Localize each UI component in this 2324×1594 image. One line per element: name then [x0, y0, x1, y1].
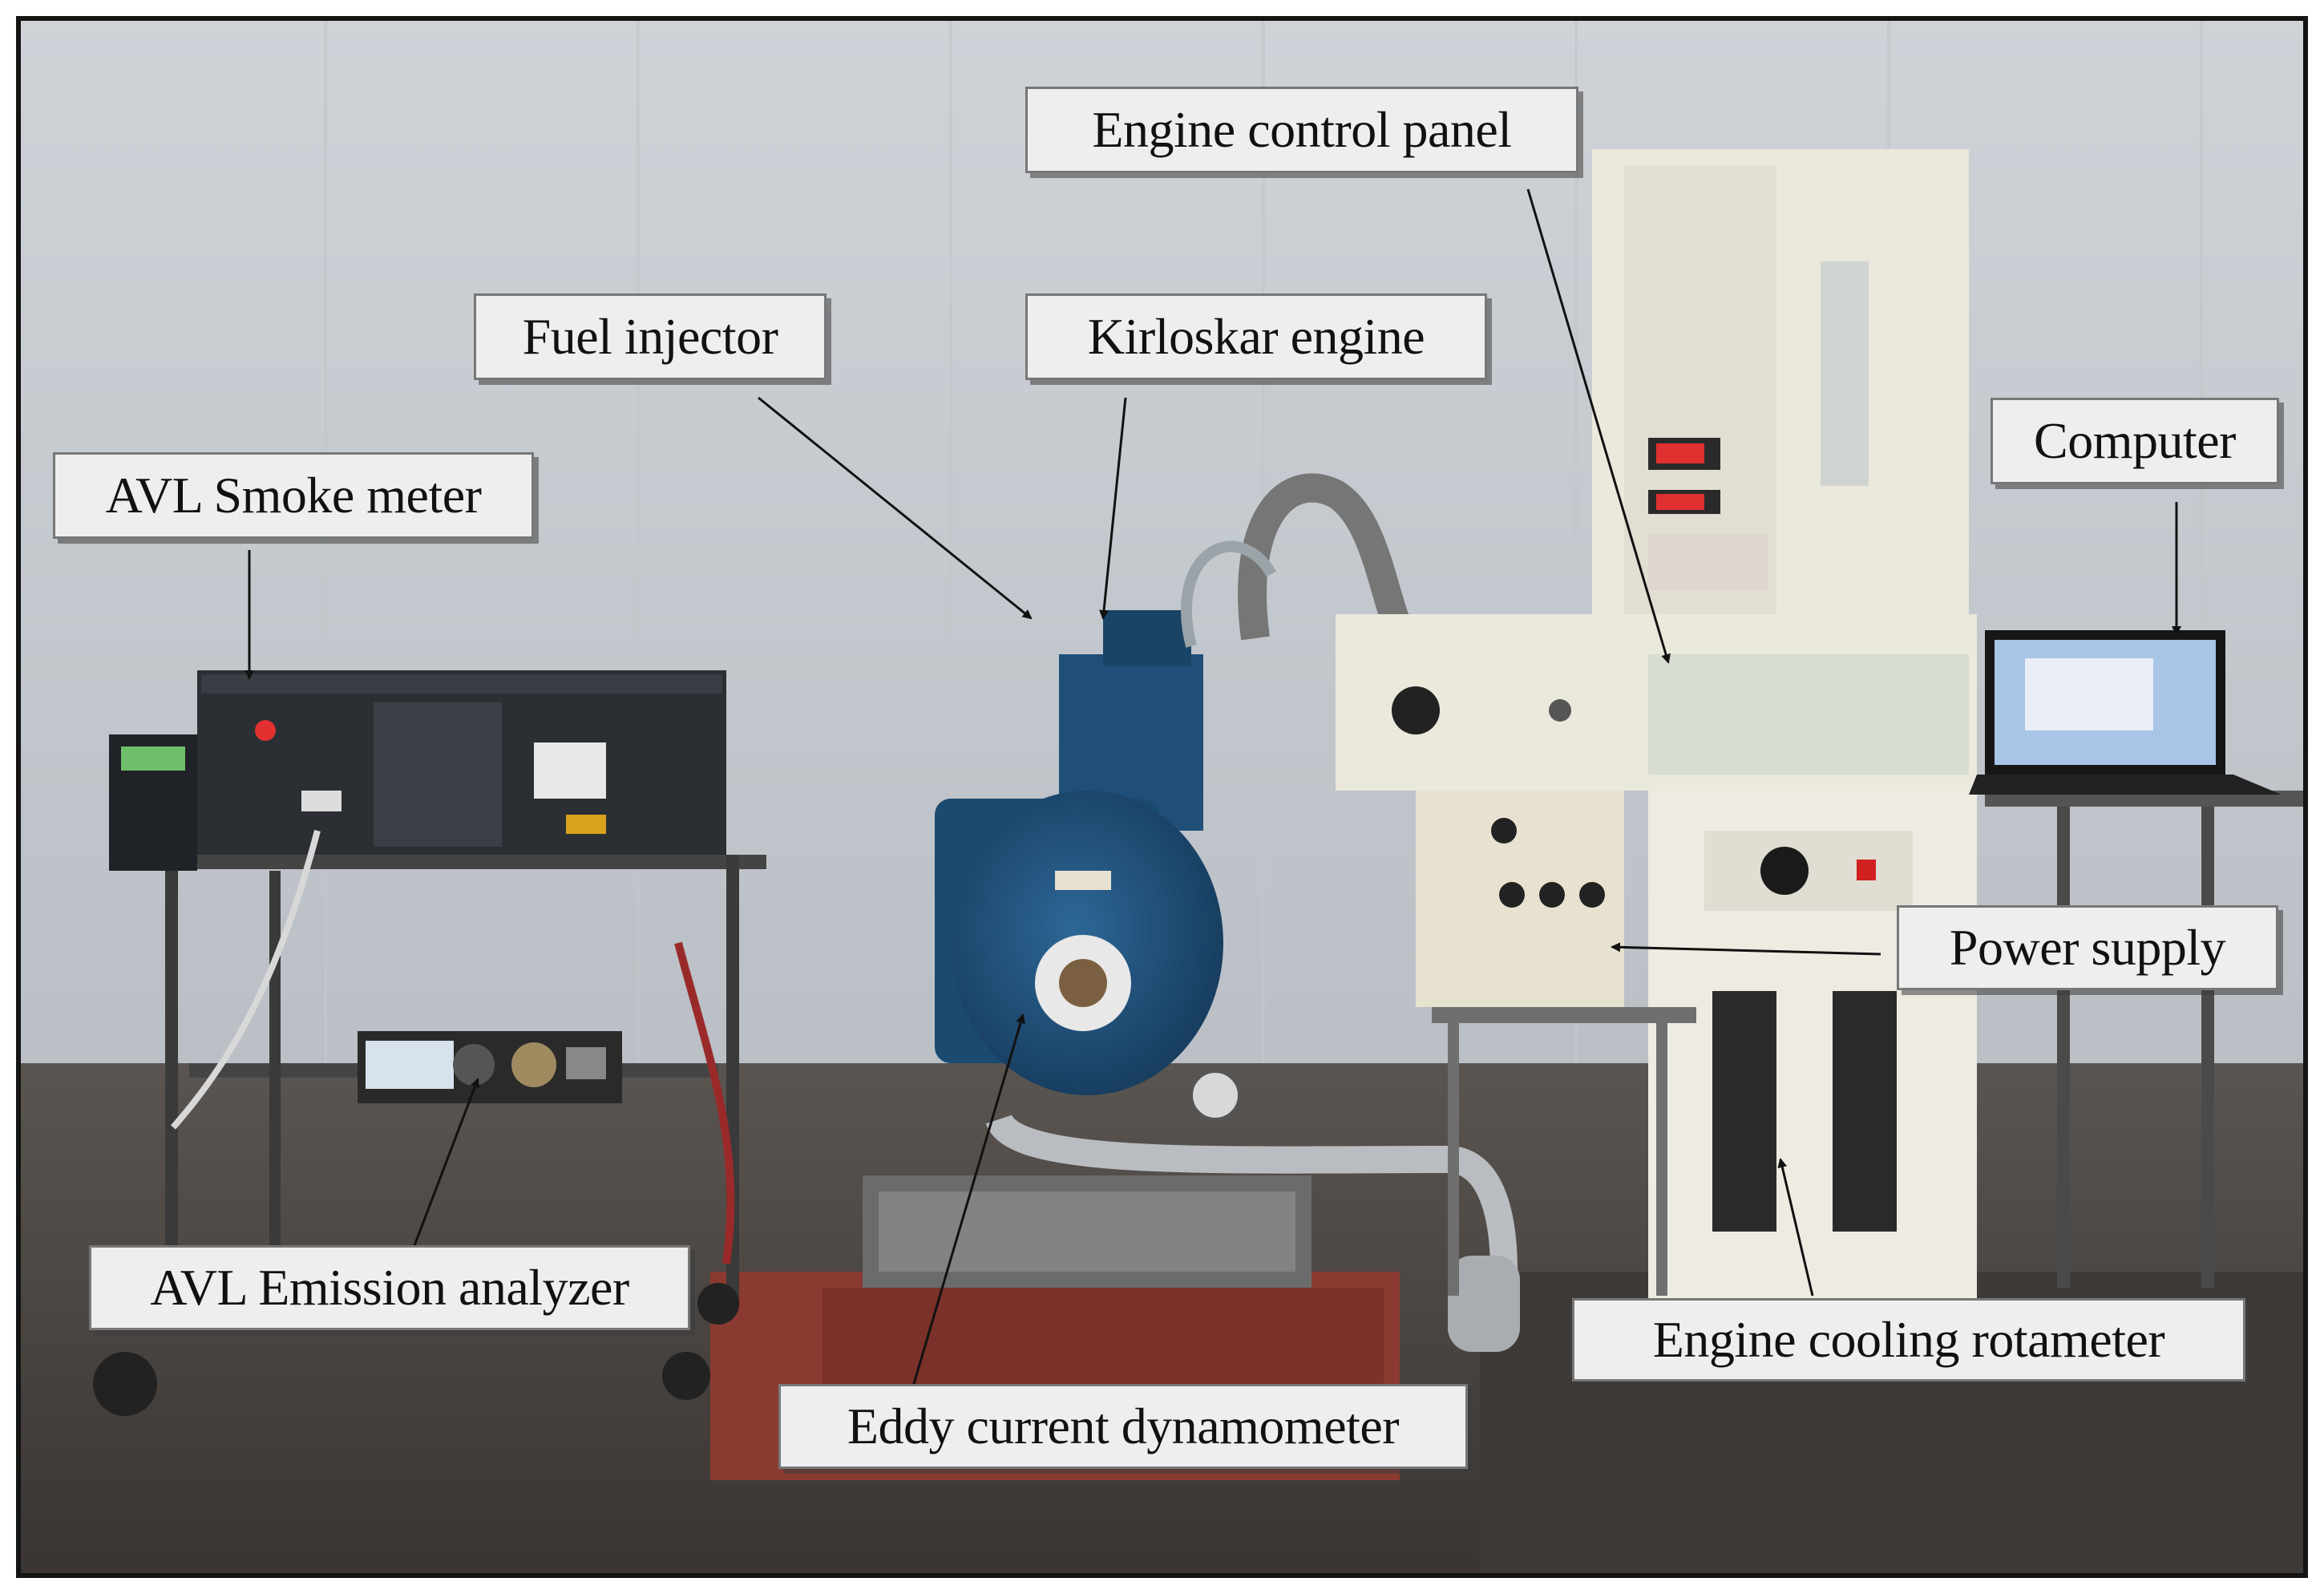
label-engine-control-panel: Engine control panel	[1025, 87, 1578, 173]
pipe-end	[1448, 1256, 1520, 1352]
pressure-gauge	[1190, 1070, 1241, 1121]
engine-base-frame	[863, 1175, 1312, 1288]
emission-analyzer-device	[358, 1031, 622, 1103]
label-avl-smoke-meter: AVL Smoke meter	[53, 452, 534, 539]
side-meter	[109, 734, 197, 871]
label-kirloskar-engine: Kirloskar engine	[1025, 293, 1487, 380]
leader-arrows	[245, 188, 2181, 1401]
hose	[1181, 540, 1277, 648]
eddy-current-dynamometer-body	[951, 791, 1223, 1095]
label-engine-cooling-rotameter: Engine cooling rotameter	[1572, 1298, 2245, 1382]
label-fuel-injector: Fuel injector	[474, 293, 827, 380]
label-avl-emission-analyzer: AVL Emission analyzer	[89, 1245, 690, 1330]
power-supply-board	[1416, 791, 1696, 1296]
label-power-supply: Power supply	[1897, 905, 2278, 990]
cable-red	[674, 941, 735, 1264]
engine-control-panel-cabinet	[1336, 149, 1977, 1304]
label-eddy-current-dynamometer: Eddy current dynamometer	[778, 1384, 1468, 1469]
cable	[170, 829, 321, 1130]
label-computer: Computer	[1991, 398, 2279, 484]
cooling-pipe	[985, 1113, 1518, 1272]
photo-frame: Fuel injector Kirloskar engine Engine co…	[16, 16, 2308, 1578]
laptop	[1969, 630, 2282, 795]
smoke-meter-device	[197, 670, 726, 855]
